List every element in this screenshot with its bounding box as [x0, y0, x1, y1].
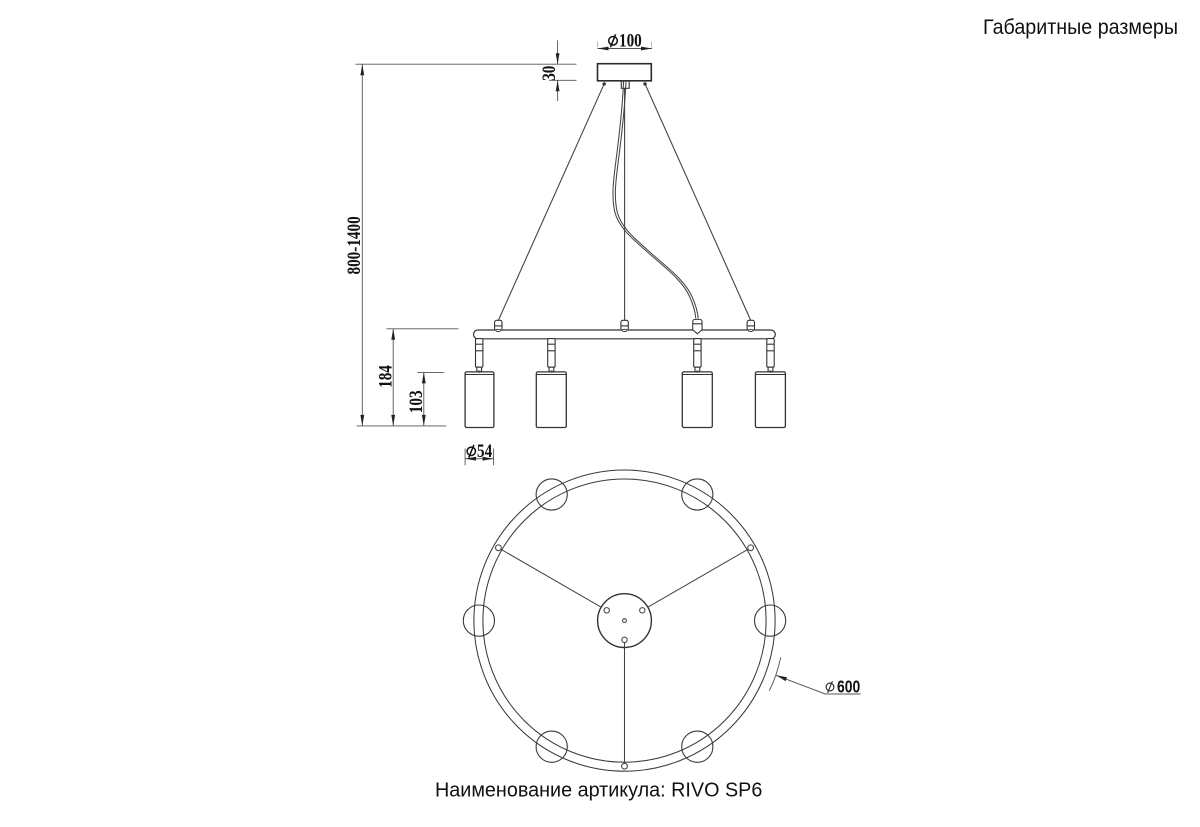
svg-text:800-1400: 800-1400: [344, 216, 365, 274]
svg-text:Габаритные размеры: Габаритные размеры: [983, 15, 1178, 39]
svg-text:30: 30: [539, 66, 560, 81]
svg-text:54: 54: [477, 440, 493, 461]
svg-text:600: 600: [837, 678, 860, 697]
svg-text:100: 100: [619, 30, 642, 51]
svg-text:103: 103: [405, 390, 426, 413]
svg-text:Наименование артикула: RIVO SP: Наименование артикула: RIVO SP6: [435, 779, 762, 801]
svg-text:184: 184: [375, 365, 396, 388]
